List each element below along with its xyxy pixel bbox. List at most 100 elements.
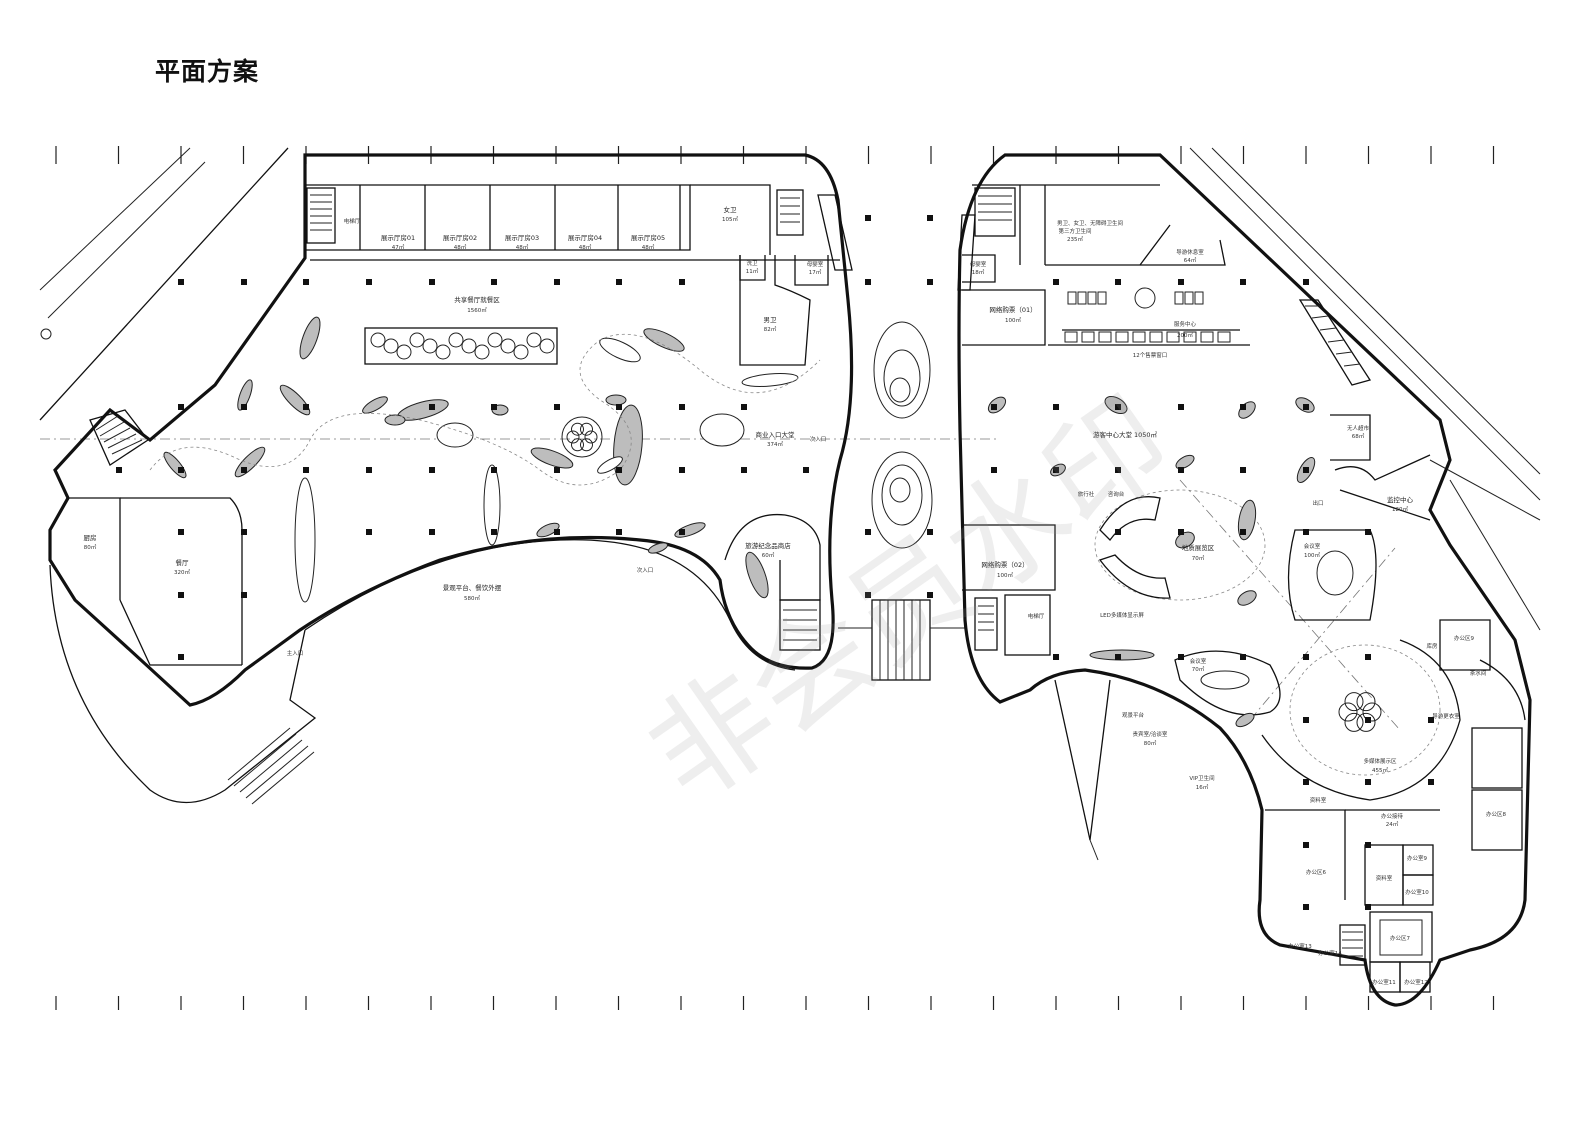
tree-icon (1338, 702, 1358, 722)
structural-column (178, 467, 184, 473)
counter-seat-icon (1115, 331, 1129, 343)
structural-column (1365, 654, 1371, 660)
structural-column (991, 404, 997, 410)
desk-icon (1184, 291, 1194, 305)
structural-column (616, 467, 622, 473)
area-ex-hall-02: 48㎡ (454, 243, 467, 251)
round-table-icon (1134, 287, 1156, 309)
label-elevator-hall-1: 电梯厅 (344, 217, 361, 225)
area-wc-combo: 235㎡ (1067, 235, 1083, 243)
planter-bar (364, 327, 558, 365)
tree-icon (1356, 692, 1376, 712)
area-mother-room-r: 18㎡ (972, 268, 985, 276)
structural-column (366, 529, 372, 535)
area-multimedia: 455㎡ (1372, 766, 1388, 774)
structural-column (616, 529, 622, 535)
left-building (48, 153, 854, 805)
decor-pod (613, 404, 643, 486)
area-net-ticket-2: 100㎡ (997, 571, 1013, 579)
label-office-s9: 办公室9 (1407, 854, 1428, 862)
decor-pod (530, 447, 574, 469)
label-multimedia: 多媒体展示区 (1363, 757, 1397, 765)
site-lines (39, 147, 1541, 631)
area-monitor: 120㎡ (1392, 505, 1408, 513)
structural-column (927, 215, 933, 221)
decor-pod (1237, 590, 1257, 606)
tree-icon (584, 430, 598, 444)
structural-column (241, 529, 247, 535)
decor-pod (384, 414, 406, 426)
structural-column (1303, 467, 1309, 473)
label-sub-entry-2: 次入口 (810, 435, 827, 443)
label-vip-wc: VIP卫生间 (1189, 774, 1214, 782)
structural-column (1428, 779, 1434, 785)
area-office-reception: 24㎡ (1386, 820, 1399, 828)
desk-icon (1077, 291, 1087, 305)
label-female-wc: 女卫 (724, 205, 738, 214)
decor-pod (741, 373, 799, 387)
structural-column (1115, 529, 1121, 535)
structural-column (679, 279, 685, 285)
structural-column (1240, 404, 1246, 410)
label-net-ticket-2: 网络购票（02） (981, 560, 1028, 569)
walkway-path (149, 333, 821, 486)
structural-column (1178, 654, 1184, 660)
label-service-center: 服务中心 (1174, 320, 1197, 328)
area-janitor: 11㎡ (746, 267, 759, 275)
center-court (838, 321, 965, 681)
structural-column (1240, 529, 1246, 535)
structural-column (554, 467, 560, 473)
tree-icon (448, 332, 464, 348)
structural-column (554, 279, 560, 285)
label-office-8: 办公区8 (1486, 810, 1507, 818)
structural-column (116, 467, 122, 473)
structural-column (616, 279, 622, 285)
structural-column (1303, 842, 1309, 848)
structural-column (1178, 529, 1184, 535)
counter-seat-icon (1149, 331, 1163, 343)
area-service-center: 200㎡ (1177, 331, 1193, 339)
structural-column (429, 404, 435, 410)
structural-column (1053, 279, 1059, 285)
label-male-wc: 男卫 (764, 316, 778, 324)
label-sub-entry-1: 次入口 (637, 566, 654, 574)
decor-pod (483, 464, 501, 546)
label-janitor: 洗卫 (746, 259, 758, 267)
decor-pod (699, 413, 745, 447)
structural-column (178, 592, 184, 598)
area-sand-table: 70㎡ (1192, 554, 1205, 562)
structural-column (1240, 654, 1246, 660)
structural-columns (116, 215, 1434, 910)
label-unmanned: 无人超市 (1347, 424, 1370, 432)
structural-column (241, 467, 247, 473)
structural-column (303, 404, 309, 410)
structural-column (927, 279, 933, 285)
axis-line-d2 (1249, 547, 1396, 721)
label-consult: 咨询台 (1108, 490, 1125, 498)
structural-column (1240, 279, 1246, 285)
decor-pod (597, 456, 623, 474)
decor-pod (163, 451, 187, 479)
tree-icon (571, 422, 584, 436)
label-office-9: 办公区9 (1454, 634, 1475, 642)
structural-column (1115, 654, 1121, 660)
area-kitchen: 80㎡ (84, 543, 97, 551)
area-mother-room: 17㎡ (809, 268, 822, 276)
tree-icon (1344, 712, 1364, 732)
structural-column (865, 592, 871, 598)
structural-column (241, 404, 247, 410)
label-office-s14: 办公室14 (1318, 949, 1342, 957)
structural-column (803, 467, 809, 473)
area-lobby: 374㎡ (767, 440, 783, 448)
structural-column (178, 529, 184, 535)
decor-pod (605, 394, 627, 406)
structural-column (491, 279, 497, 285)
decor-pod (1089, 649, 1155, 661)
area-ex-hall-05: 48㎡ (642, 243, 655, 251)
label-ex-hall-04: 展示厅房04 (568, 233, 602, 242)
right-building (957, 153, 1532, 1007)
label-elevator-hall-2: 电梯厅 (1028, 612, 1045, 620)
structural-column (1115, 279, 1121, 285)
area-souvenir: 60㎡ (762, 551, 775, 559)
